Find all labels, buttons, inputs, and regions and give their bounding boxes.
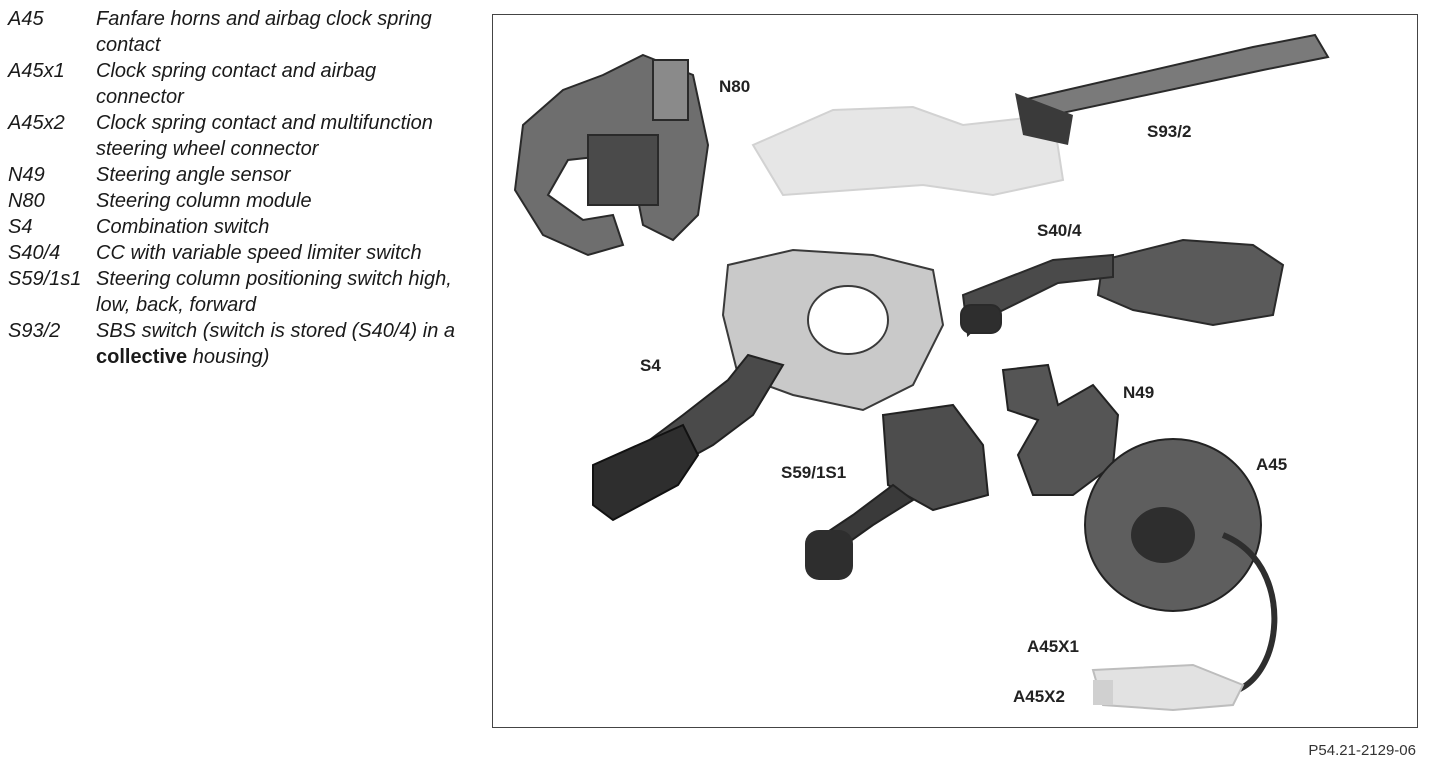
legend-code: A45 [8,8,44,30]
label-a45: A45 [1256,455,1288,474]
legend-desc-part: housing) [187,346,270,368]
legend-desc: SBS switch (switch is stored (S40/4) in … [96,318,458,370]
legend-code: A45x1 [8,60,65,82]
figure-reference-number: P54.21-2129-06 [1308,742,1416,759]
n80-module-drawing [513,53,710,257]
legend-list: A45 Fanfare horns and airbag clock sprin… [8,6,458,370]
legend-desc: CC with variable speed limiter switch [96,242,422,264]
n49-sensor-drawing [1001,363,1120,496]
legend-desc-part: SBS switch (switch is stored (S40/4) in … [96,320,456,342]
legend-row-s59-1s1: S59/1s1 Steering column positioning swit… [8,266,458,318]
legend-row-s40-4: S40/4 CC with variable speed limiter swi… [8,240,458,266]
a45-clock-spring-drawing [1084,438,1278,696]
legend-row-a45x1: A45x1 Clock spring contact and airbag co… [8,58,458,110]
s59-1s1-switch-drawing [805,403,990,580]
label-n80: N80 [719,77,751,96]
legend-row-s93-2: S93/2 SBS switch (switch is stored (S40/… [8,318,458,370]
a45x-connectors-drawing [1091,663,1245,712]
s93-2-switch-drawing [751,33,1330,197]
legend-desc: Steering column module [96,190,312,212]
label-s59-1s1: S59/1S1 [781,463,847,482]
s40-4-switch-drawing [960,238,1285,338]
legend-desc: Steering angle sensor [96,164,291,186]
component-illustration [513,33,1330,712]
legend-code: N49 [8,164,45,186]
label-s93-2: S93/2 [1147,122,1192,141]
legend-code: A45x2 [8,112,65,134]
label-s4: S4 [640,356,661,375]
label-a45x2: A45X2 [1013,687,1065,706]
legend-code: S93/2 [8,320,61,342]
component-figure: N80 S93/2 S40/4 S4 N49 S59/1S1 A45 A45X1… [492,14,1418,728]
legend-row-n49: N49 Steering angle sensor [8,162,458,188]
legend-code: S59/1s1 [8,268,82,290]
label-s40-4: S40/4 [1037,221,1082,240]
legend-code: S40/4 [8,242,61,264]
legend-code: N80 [8,190,45,212]
legend-desc: Combination switch [96,216,270,238]
legend-row-a45x2: A45x2 Clock spring contact and multifunc… [8,110,458,162]
legend-code: S4 [8,216,33,238]
s4-switch-drawing [592,248,945,522]
label-n49: N49 [1123,383,1155,402]
legend-desc: Clock spring contact and multifunction s… [96,112,433,160]
legend-row-n80: N80 Steering column module [8,188,458,214]
legend-row-a45: A45 Fanfare horns and airbag clock sprin… [8,6,458,58]
label-a45x1: A45X1 [1027,637,1079,656]
legend-desc: Steering column positioning switch high,… [96,268,452,316]
legend-desc: Fanfare horns and airbag clock spring co… [96,8,432,56]
legend-desc: Clock spring contact and airbag connecto… [96,60,377,108]
legend-desc-emphasis: collective [96,346,188,368]
legend-row-s4: S4 Combination switch [8,214,458,240]
